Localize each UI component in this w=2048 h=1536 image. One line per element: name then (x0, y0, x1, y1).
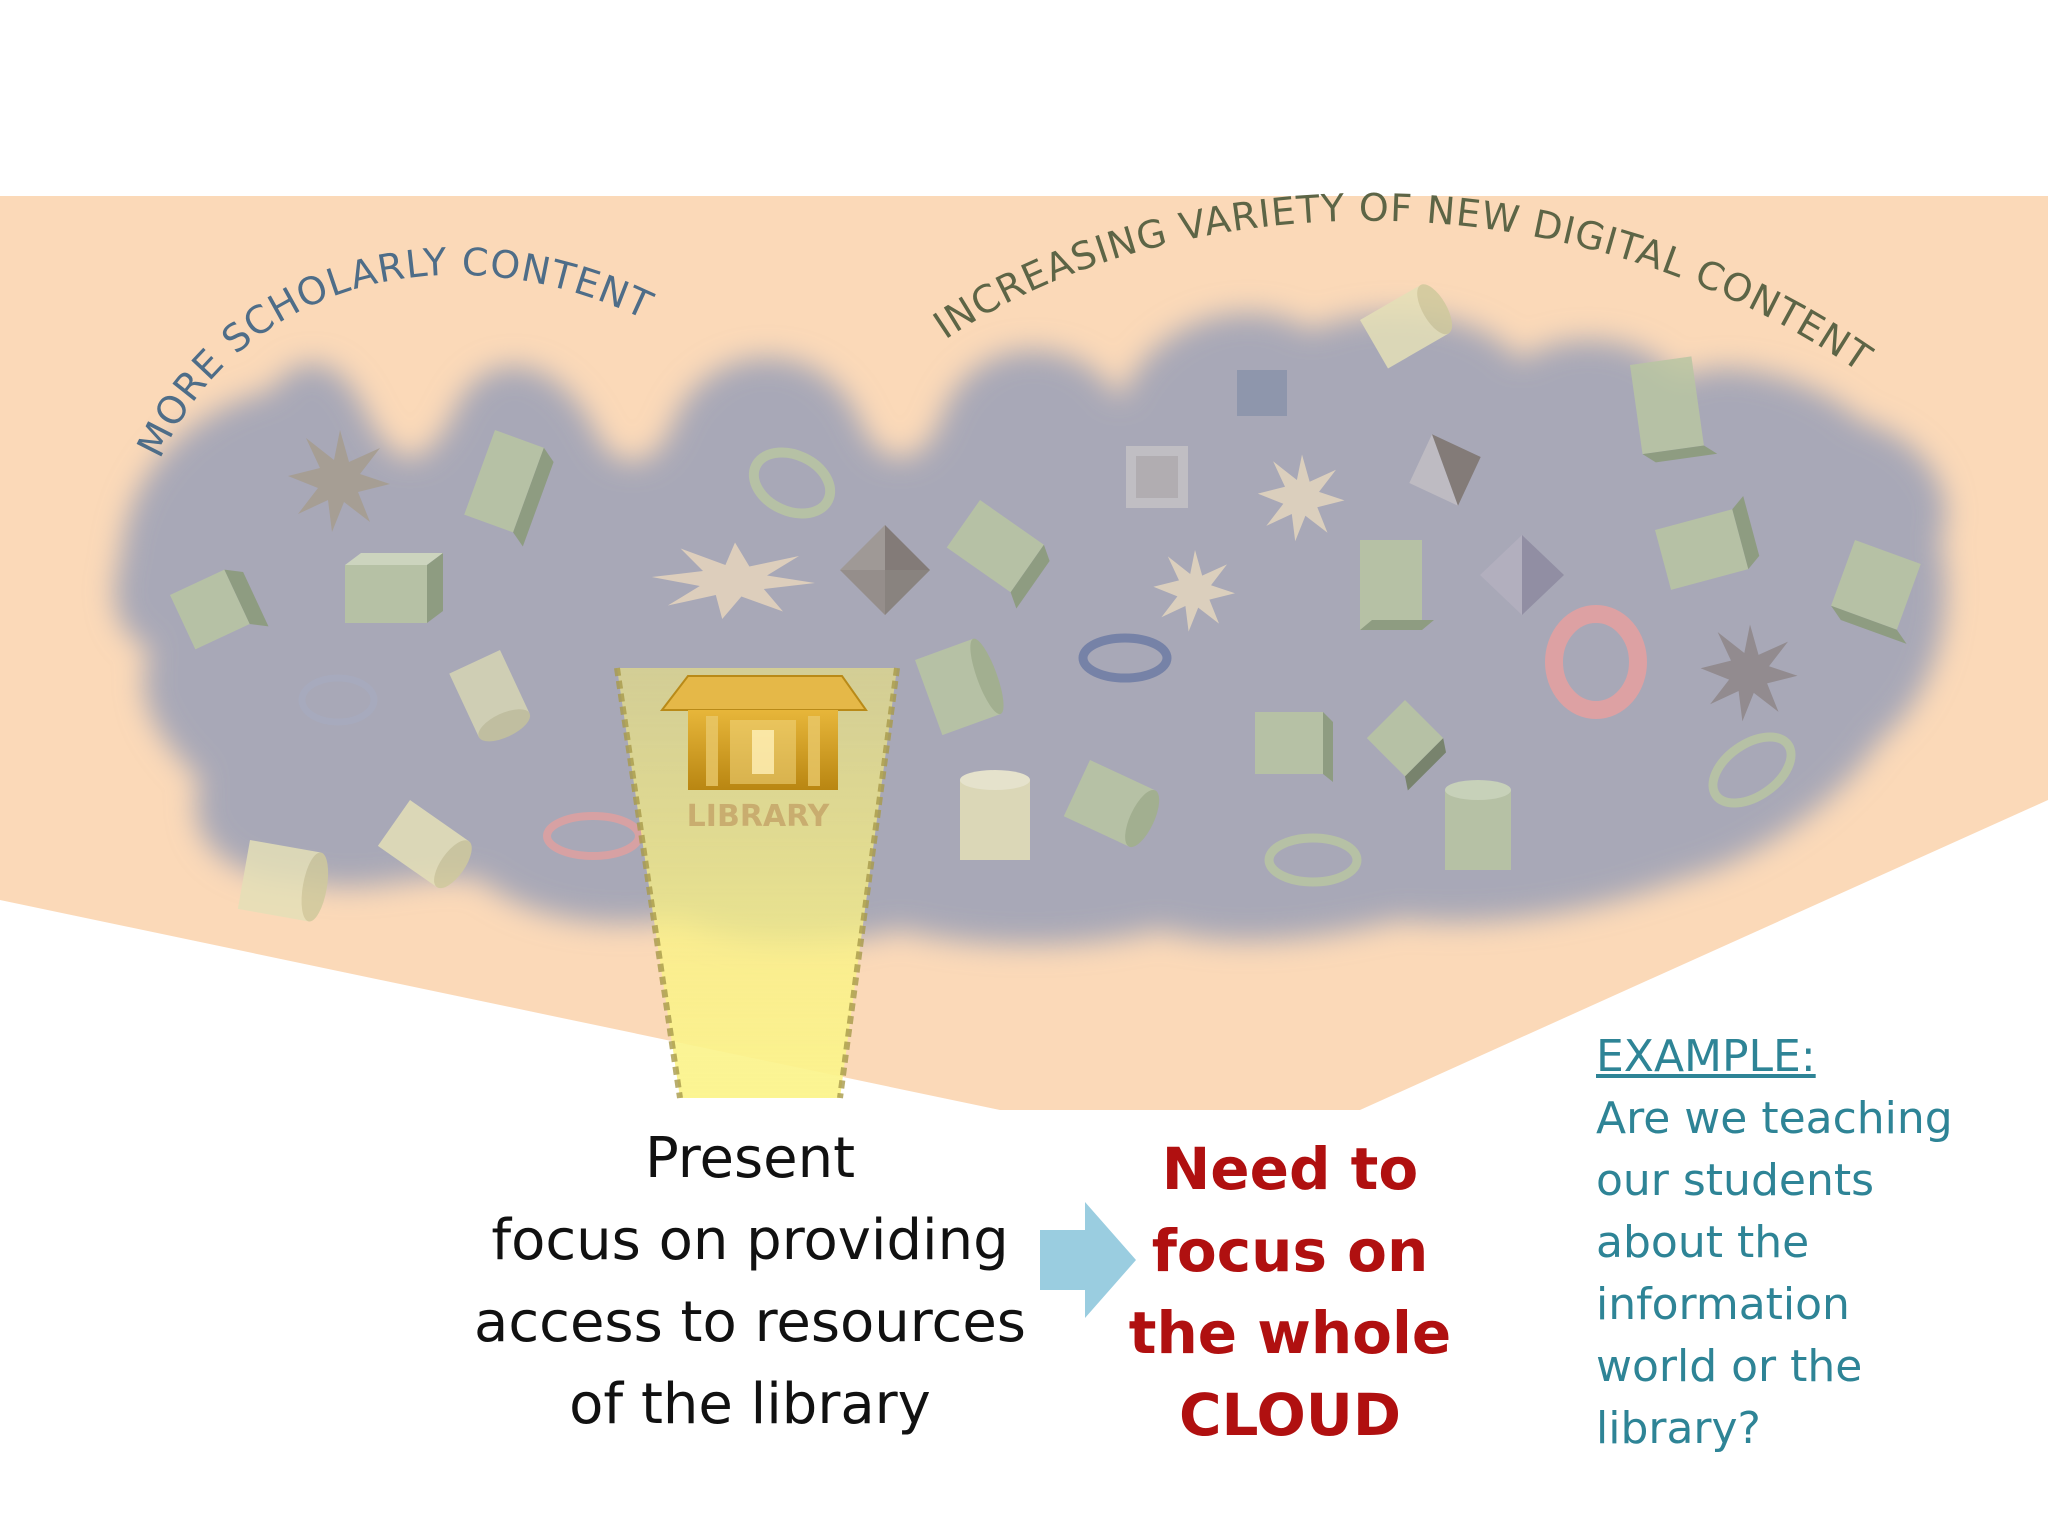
box-icon (1237, 370, 1287, 416)
box-icon (170, 569, 269, 650)
pyramid-icon (1480, 535, 1564, 615)
example-line: library? (1596, 1403, 1761, 1454)
box-icon (345, 553, 443, 623)
arrow-right-icon (1040, 1202, 1136, 1318)
ring-icon (1545, 605, 1647, 719)
present-line: of the library (569, 1372, 931, 1437)
example-line: our students (1596, 1155, 1875, 1206)
example-line: about the (1596, 1217, 1810, 1268)
need-line: the whole (1128, 1299, 1452, 1367)
star-icon (1153, 550, 1235, 632)
present-focus-text: Present focus on providing access to res… (440, 1118, 1060, 1446)
box-icon (464, 430, 554, 547)
library-label: LIBRARY (687, 799, 831, 834)
box-icon (1126, 446, 1188, 508)
box-icon (1655, 496, 1760, 590)
pyramid-icon (840, 525, 930, 615)
star-icon (1700, 624, 1798, 722)
box-icon (946, 500, 1050, 609)
cylinder-icon (960, 770, 1030, 860)
cylinder-icon (449, 650, 531, 742)
star-icon (1257, 454, 1345, 542)
example-line: Are we teaching (1596, 1093, 1953, 1144)
present-line: Present (644, 1126, 856, 1191)
example-line: information (1596, 1279, 1850, 1330)
need-line: Need to (1161, 1135, 1419, 1203)
ring-icon (1708, 732, 1796, 808)
need-focus-text: Need to focus on the whole CLOUD (1110, 1128, 1470, 1456)
need-line: CLOUD (1178, 1381, 1401, 1449)
present-line: focus on providing (491, 1208, 1009, 1273)
present-line: access to resources (474, 1290, 1026, 1355)
content-shapes (170, 284, 1921, 922)
example-line: world or the (1596, 1341, 1863, 1392)
box-icon (1630, 356, 1718, 463)
ring-icon (298, 674, 378, 726)
example-box: EXAMPLE: Are we teaching our students ab… (1596, 1026, 2016, 1460)
library-icon: LIBRARY (659, 675, 868, 834)
ring-icon (748, 447, 836, 519)
cylinder-icon (1360, 284, 1453, 369)
star-icon (288, 430, 390, 532)
box-icon (1360, 540, 1434, 630)
example-heading: EXAMPLE: (1596, 1031, 1816, 1082)
cylinder-icon (377, 800, 472, 889)
cylinder-icon (1063, 760, 1160, 848)
box-icon (1255, 712, 1333, 782)
star-icon (651, 542, 815, 619)
pyramid-icon (1409, 434, 1481, 506)
cylinder-icon (1445, 780, 1511, 870)
box-icon (1831, 540, 1921, 644)
ring-icon (1264, 833, 1362, 887)
need-line: focus on (1151, 1217, 1429, 1285)
ring-icon (1078, 633, 1172, 683)
cylinder-icon (915, 638, 1004, 736)
cylinder-icon (237, 840, 329, 922)
